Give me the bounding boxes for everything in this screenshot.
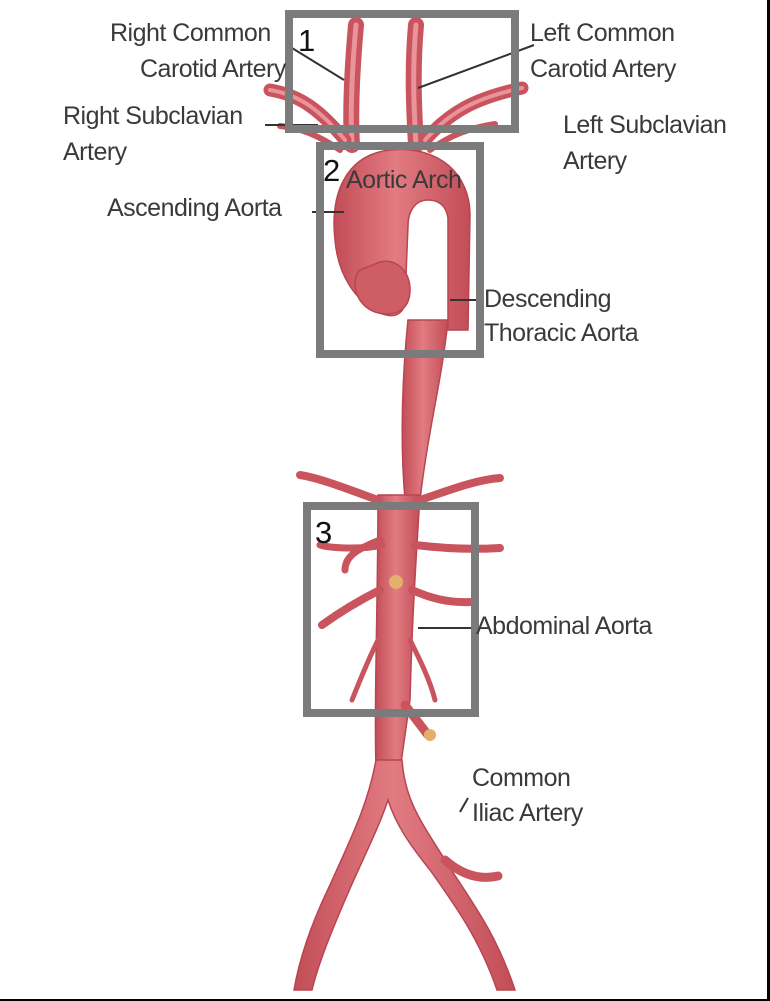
label-descending-thoracic-line1: Descending	[484, 281, 611, 317]
label-left-subclavian-line1: Left Subclavian	[563, 107, 726, 143]
label-right-common-carotid-line2: Carotid Artery	[140, 51, 286, 87]
box-number-1: 1	[298, 25, 315, 57]
label-abdominal-aorta: Abdominal Aorta	[476, 608, 652, 644]
abdominal-aorta-vessel	[375, 495, 420, 770]
label-descending-thoracic-line2: Thoracic Aorta	[484, 315, 638, 351]
label-left-common-carotid-line1: Left Common	[530, 15, 675, 51]
box-number-3: 3	[315, 517, 332, 549]
label-right-subclavian-line1: Right Subclavian	[63, 98, 243, 134]
thoracic-aorta-vessel	[402, 320, 448, 500]
label-common-iliac-line1: Common	[472, 760, 570, 796]
label-right-subclavian-line2: Artery	[63, 134, 127, 170]
label-right-common-carotid-line1: Right Common	[110, 15, 271, 51]
label-left-common-carotid-line2: Carotid Artery	[530, 51, 676, 87]
label-left-subclavian-line2: Artery	[563, 143, 627, 179]
label-aortic-arch: Aortic Arch	[346, 162, 461, 198]
label-ascending-aorta: Ascending Aorta	[107, 190, 282, 226]
label-common-iliac-line2: Iliac Artery	[472, 795, 583, 831]
box-number-2: 2	[323, 155, 340, 187]
